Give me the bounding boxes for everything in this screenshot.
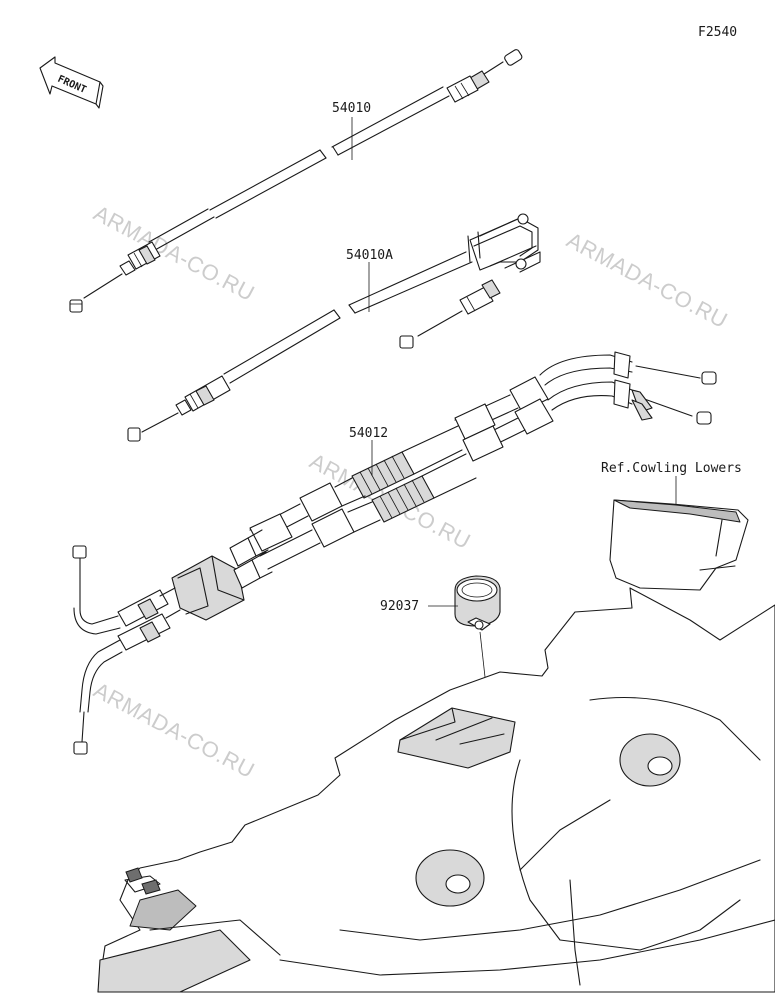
front-badge: FRONT bbox=[39, 56, 104, 109]
part-label-54010: 54010 bbox=[332, 101, 371, 116]
reference-note: Ref.Cowling Lowers bbox=[601, 461, 742, 476]
watermark-4: ARMADA-CO.RU bbox=[90, 677, 259, 783]
throttle-cable-54010 bbox=[69, 49, 523, 313]
throttle-cable-assembly-54012 bbox=[72, 351, 717, 755]
throttle-cable-54010a bbox=[127, 213, 541, 442]
cowling-lower-panel bbox=[609, 499, 749, 591]
watermark-1: ARMADA-CO.RU bbox=[90, 200, 259, 306]
frame-body bbox=[97, 587, 775, 993]
part-label-92037: 92037 bbox=[380, 599, 419, 614]
leader-lines bbox=[351, 117, 677, 607]
figure-code: F2540 bbox=[698, 25, 737, 40]
part-labels: 54010 54010A 54012 92037 Ref.Cowling Low… bbox=[332, 101, 742, 614]
watermark-2: ARMADA-CO.RU bbox=[563, 227, 732, 333]
front-arrow-icon bbox=[39, 56, 101, 105]
part-label-54012: 54012 bbox=[349, 426, 388, 441]
part-label-54010a: 54010A bbox=[346, 248, 393, 263]
